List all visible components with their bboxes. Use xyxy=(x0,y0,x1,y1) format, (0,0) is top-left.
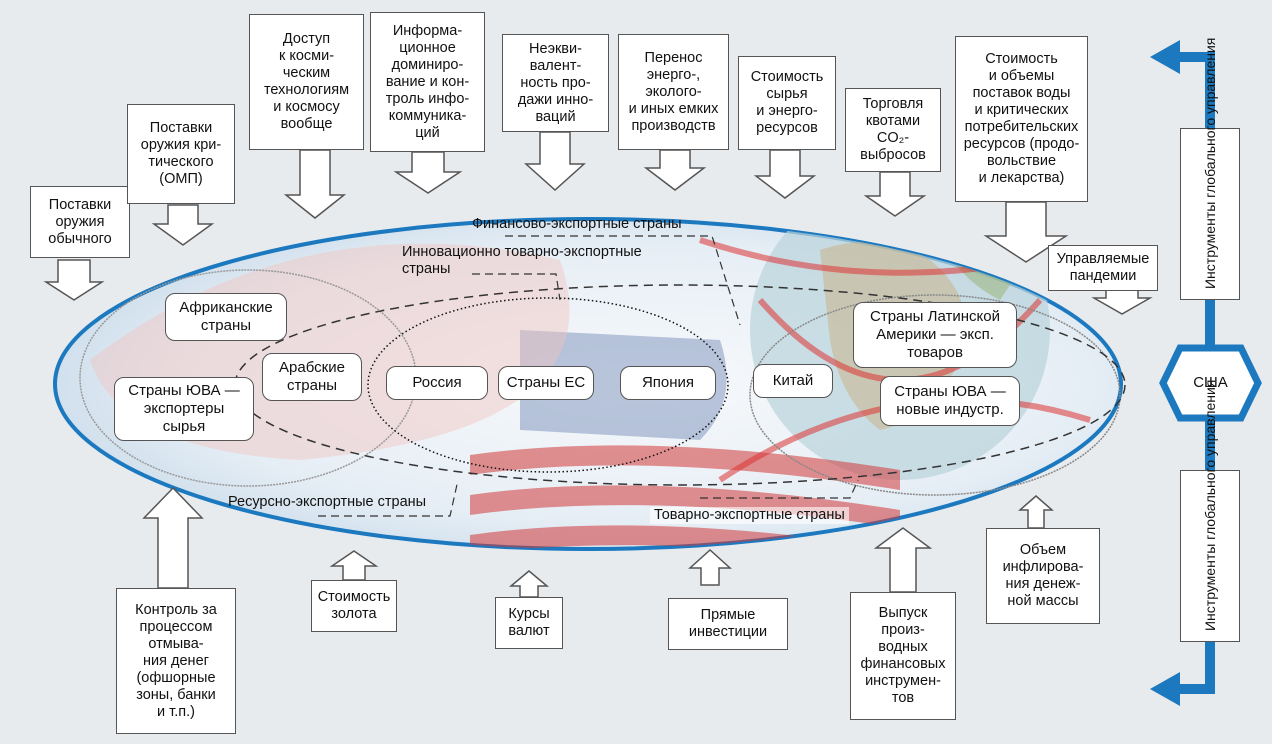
country-label: Страны ЕС xyxy=(506,374,586,391)
resource-label-leader xyxy=(318,479,459,517)
bottom-arrows xyxy=(142,486,1054,598)
country-china: Китай xyxy=(753,364,833,398)
country-african: Африканские страны xyxy=(165,293,287,341)
country-label: Япония xyxy=(641,374,695,391)
box-weapons-conventional: Поставки оружия обычного xyxy=(30,186,130,258)
country-label: Страны Латинской Америки — эксп. товаров xyxy=(870,308,1000,361)
bottom-horizontal-bar xyxy=(1175,684,1215,694)
country-label: Африканские страны xyxy=(179,299,273,334)
country-label: Россия xyxy=(412,374,462,391)
box-info-dominance: Информа- ционное доминиро- вание и кон- … xyxy=(370,12,485,152)
label-innovation-export: Инновационно товарно-экспортные страны xyxy=(402,244,642,277)
box-innovation-nonequiv: Неэкви- валент- ность про- дажи инно- ва… xyxy=(502,34,609,132)
arrow-up xyxy=(1018,495,1054,529)
box-pandemics: Управляемые пандемии xyxy=(1048,245,1158,291)
arrow-up xyxy=(873,527,933,593)
country-arab: Арабские страны xyxy=(262,353,362,401)
box-money-laundering: Контроль за процессом отмыва- ния денег … xyxy=(116,588,236,734)
arrow-down xyxy=(524,131,586,192)
innovation-group xyxy=(367,297,729,473)
country-label: Арабские страны xyxy=(279,359,345,394)
box-text: Поставки оружия кри- тического (ОМП) xyxy=(140,120,222,187)
right-control-bar xyxy=(1150,40,1262,706)
box-currency: Курсы валют xyxy=(495,597,563,649)
box-text: Информа- ционное доминиро- вание и кон- … xyxy=(385,22,470,141)
box-text: Курсы валют xyxy=(508,606,550,639)
global-tools-text: Инструменты глобального управления xyxy=(1202,379,1218,631)
box-text: Управляемые пандемии xyxy=(1056,251,1150,284)
global-tools-text: Инструменты глобального управления xyxy=(1202,37,1218,289)
box-gold-cost: Стоимость золота xyxy=(311,580,397,632)
box-text: Торговля квотами CO₂- выбросов xyxy=(860,96,926,163)
arrow-down xyxy=(863,171,927,217)
label-financial-export: Финансово-экспортные страны xyxy=(472,216,682,232)
financial-export-group xyxy=(234,284,1126,486)
arrow-down xyxy=(393,151,463,194)
global-tools-label-top: Инструменты глобального управления xyxy=(1180,37,1240,300)
financial-label-leader xyxy=(505,235,741,326)
box-investments: Прямые инвестиции xyxy=(668,598,788,650)
box-transfer-production: Перенос энерго-, эколого- и иных емких п… xyxy=(618,34,729,150)
country-latam: Страны Латинской Америки — эксп. товаров xyxy=(853,302,1017,368)
box-text: Поставки оружия обычного xyxy=(48,196,112,247)
box-text: Перенос энерго-, эколого- и иных емких п… xyxy=(628,49,719,134)
global-tools-label-bottom: Инструменты глобального управления xyxy=(1180,379,1240,642)
innovation-label-leader xyxy=(472,273,561,301)
country-japan: Япония xyxy=(620,366,716,400)
arrow-down xyxy=(983,201,1069,263)
box-space-access: Доступ к косми- ческим технологиям и кос… xyxy=(249,14,364,150)
box-water-cost: Стоимость и объемы поставок воды и крити… xyxy=(955,36,1088,202)
country-eu: Страны ЕС xyxy=(498,366,594,400)
arrow-up xyxy=(508,570,550,598)
country-label: Страны ЮВА — новые индустр. xyxy=(894,383,1006,418)
goods-export-group xyxy=(749,294,1121,496)
box-text: Выпуск произ- водных финансовых инструме… xyxy=(860,605,946,706)
arrow-down xyxy=(643,149,707,191)
arrow-down xyxy=(1091,289,1153,315)
arrow-up xyxy=(142,486,204,589)
country-russia: Россия xyxy=(386,366,488,400)
label-goods-export: Товарно-экспортные страны xyxy=(650,507,849,524)
box-derivatives: Выпуск произ- водных финансовых инструме… xyxy=(850,592,956,720)
country-sea-raw: Страны ЮВА — экспортеры сырья xyxy=(114,377,254,441)
bottom-arrow-head xyxy=(1150,672,1180,706)
box-text: Контроль за процессом отмыва- ния денег … xyxy=(135,601,217,720)
label-resource-export: Ресурсно-экспортные страны xyxy=(228,494,427,510)
box-text: Стоимость и объемы поставок воды и крити… xyxy=(963,51,1080,186)
arrow-up xyxy=(688,548,732,586)
box-weapons-critical: Поставки оружия кри- тического (ОМП) xyxy=(127,104,235,204)
goods-label-leader xyxy=(700,479,859,499)
box-text: Объем инфлирова- ния денеж- ной массы xyxy=(1002,542,1084,609)
arrow-up xyxy=(329,550,379,581)
top-horizontal-bar xyxy=(1175,52,1215,62)
arrow-down xyxy=(43,259,105,301)
arrow-down xyxy=(283,149,347,219)
arrow-down xyxy=(753,149,817,199)
top-arrows xyxy=(43,131,1153,315)
box-text: Неэкви- валент- ность про- дажи инно- ва… xyxy=(517,40,594,125)
country-sea-new: Страны ЮВА — новые индустр. xyxy=(880,376,1020,426)
usa-hexagon xyxy=(1159,344,1262,422)
box-text: Доступ к косми- ческим технологиям и кос… xyxy=(263,31,350,132)
box-text: Стоимость сырья и энерго- ресурсов xyxy=(750,69,824,136)
top-arrow-head xyxy=(1150,40,1180,74)
box-co2-trade: Торговля квотами CO₂- выбросов xyxy=(845,88,941,172)
country-label: Страны ЮВА — экспортеры сырья xyxy=(128,382,240,435)
box-text: Стоимость золота xyxy=(317,589,391,622)
box-inflation: Объем инфлирова- ния денеж- ной массы xyxy=(986,528,1100,624)
country-label: Китай xyxy=(772,372,814,389)
arrow-down xyxy=(151,204,215,246)
usa-label: США xyxy=(1193,374,1228,391)
box-text: Прямые инвестиции xyxy=(688,607,768,640)
box-raw-cost: Стоимость сырья и энерго- ресурсов xyxy=(738,56,836,150)
